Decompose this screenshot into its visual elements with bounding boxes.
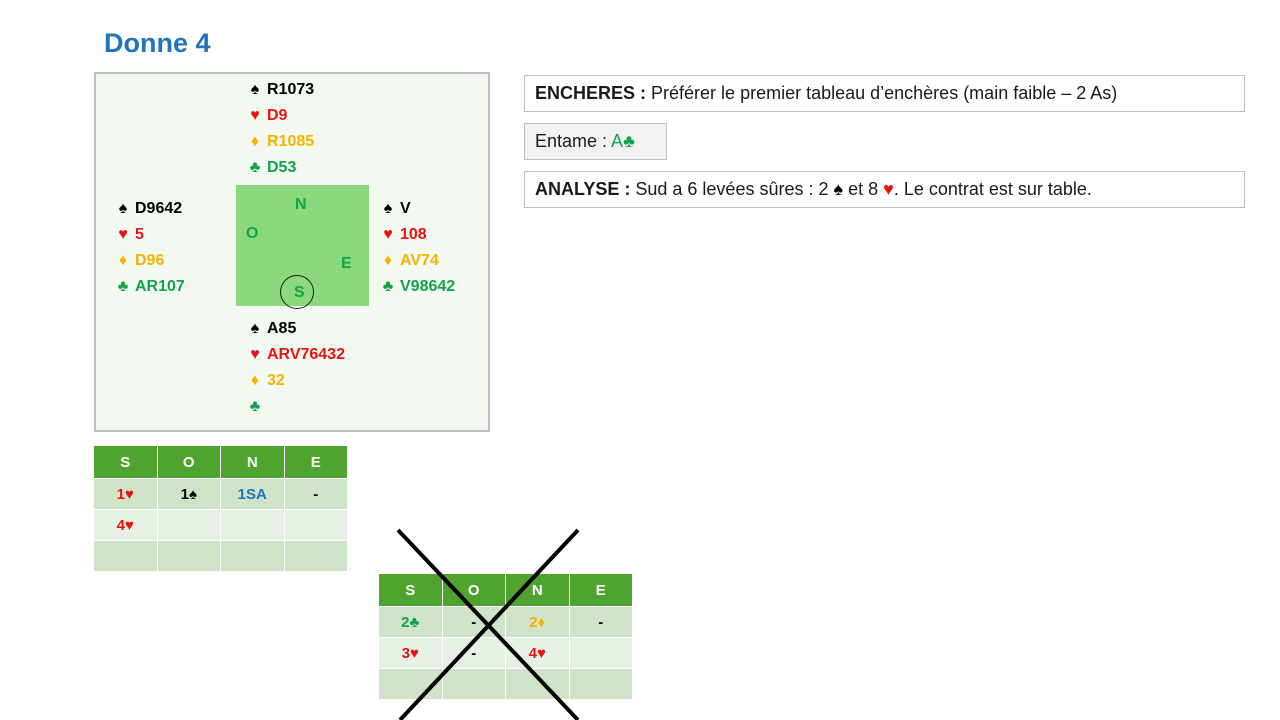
north-clubs: ♣D53	[245, 155, 314, 181]
south-hand: ♠A85 ♥ARV76432 ♦32 ♣	[245, 316, 345, 420]
spade-icon: ♠	[118, 200, 128, 217]
heart-icon: ♥	[118, 226, 128, 243]
bidding-row: 3♥-4♥	[378, 637, 633, 669]
south-hearts: ♥ARV76432	[245, 342, 345, 368]
bid-cell: 1♠	[156, 478, 221, 510]
bid-cell	[505, 668, 570, 700]
seat-header: E	[568, 573, 633, 607]
bid-cell: 3♥	[378, 637, 443, 669]
bidding-row: 4♥	[93, 509, 348, 541]
bid-cell: 4♥	[93, 509, 158, 541]
bid-cell	[93, 540, 158, 572]
heart-icon: ♥	[536, 644, 546, 662]
east-hand: ♠V ♥108 ♦AV74 ♣V98642	[378, 196, 455, 300]
lead-card: A♣	[611, 131, 635, 151]
heart-icon: ♥	[250, 346, 260, 363]
bidding-row	[93, 540, 348, 572]
bid-cell: -	[283, 478, 348, 510]
heart-icon: ♥	[409, 644, 419, 662]
bid-cell	[568, 668, 633, 700]
west-clubs: ♣AR107	[113, 274, 185, 300]
east-clubs: ♣V98642	[378, 274, 455, 300]
compass-east: E	[341, 255, 352, 272]
diamond-icon: ♦	[250, 372, 260, 389]
bidding-row	[378, 668, 633, 700]
diamond-icon: ♦	[537, 613, 546, 631]
seat-header: O	[156, 445, 221, 479]
spade-icon: ♠	[250, 81, 260, 98]
bid-cell	[156, 509, 221, 541]
spade-icon: ♠	[250, 320, 260, 337]
bid-cell: 1♥	[93, 478, 158, 510]
bidding-row: 1♥1♠1SA-	[93, 478, 348, 510]
east-spades: ♠V	[378, 196, 455, 222]
west-diamonds: ♦D96	[113, 248, 185, 274]
bid-cell	[283, 540, 348, 572]
diamond-icon: ♦	[118, 252, 128, 269]
bid-cell	[220, 540, 285, 572]
club-icon: ♣	[382, 278, 394, 295]
spade-icon: ♠	[833, 179, 844, 199]
page-title: Donne 4	[104, 28, 211, 58]
seat-header: E	[283, 445, 348, 479]
seat-header: S	[93, 445, 158, 479]
east-diamonds: ♦AV74	[378, 248, 455, 274]
entame-note: Entame : A♣	[524, 123, 667, 160]
bid-cell	[220, 509, 285, 541]
bid-cell: 2♣	[378, 606, 443, 638]
south-spades: ♠A85	[245, 316, 345, 342]
compass-west: O	[246, 225, 259, 242]
compass-north: N	[295, 196, 307, 213]
cross-out-icon	[396, 528, 580, 720]
south-clubs: ♣	[245, 394, 345, 420]
bid-cell	[283, 509, 348, 541]
heart-icon: ♥	[124, 485, 134, 503]
heart-icon: ♥	[124, 516, 134, 534]
club-icon: ♣	[117, 278, 129, 295]
bid-cell	[568, 637, 633, 669]
spade-icon: ♠	[188, 485, 197, 503]
seat-header: N	[220, 445, 285, 479]
club-icon: ♣	[409, 613, 420, 631]
encheres-note: ENCHERES : Préférer le premier tableau d…	[524, 75, 1245, 112]
spade-icon: ♠	[383, 200, 393, 217]
north-hand: ♠R1073 ♥D9 ♦R1085 ♣D53	[245, 77, 314, 181]
south-diamonds: ♦32	[245, 368, 345, 394]
bid-cell	[378, 668, 443, 700]
north-diamonds: ♦R1085	[245, 129, 314, 155]
east-hearts: ♥108	[378, 222, 455, 248]
analyse-note: ANALYSE : Sud a 6 levées sûres : 2 ♠ et …	[524, 171, 1245, 208]
bid-cell	[441, 668, 506, 700]
west-spades: ♠D9642	[113, 196, 185, 222]
heart-icon: ♥	[250, 107, 260, 124]
heart-icon: ♥	[883, 179, 894, 199]
heart-icon: ♥	[383, 226, 393, 243]
club-icon: ♣	[249, 398, 261, 415]
club-icon: ♣	[623, 131, 635, 151]
north-hearts: ♥D9	[245, 103, 314, 129]
bid-cell	[156, 540, 221, 572]
club-icon: ♣	[249, 159, 261, 176]
west-hand: ♠D9642 ♥5 ♦D96 ♣AR107	[113, 196, 185, 300]
bid-cell: 1SA	[220, 478, 285, 510]
north-spades: ♠R1073	[245, 77, 314, 103]
west-hearts: ♥5	[113, 222, 185, 248]
diamond-icon: ♦	[383, 252, 393, 269]
dealer-circle-icon	[280, 275, 314, 309]
diamond-icon: ♦	[250, 133, 260, 150]
